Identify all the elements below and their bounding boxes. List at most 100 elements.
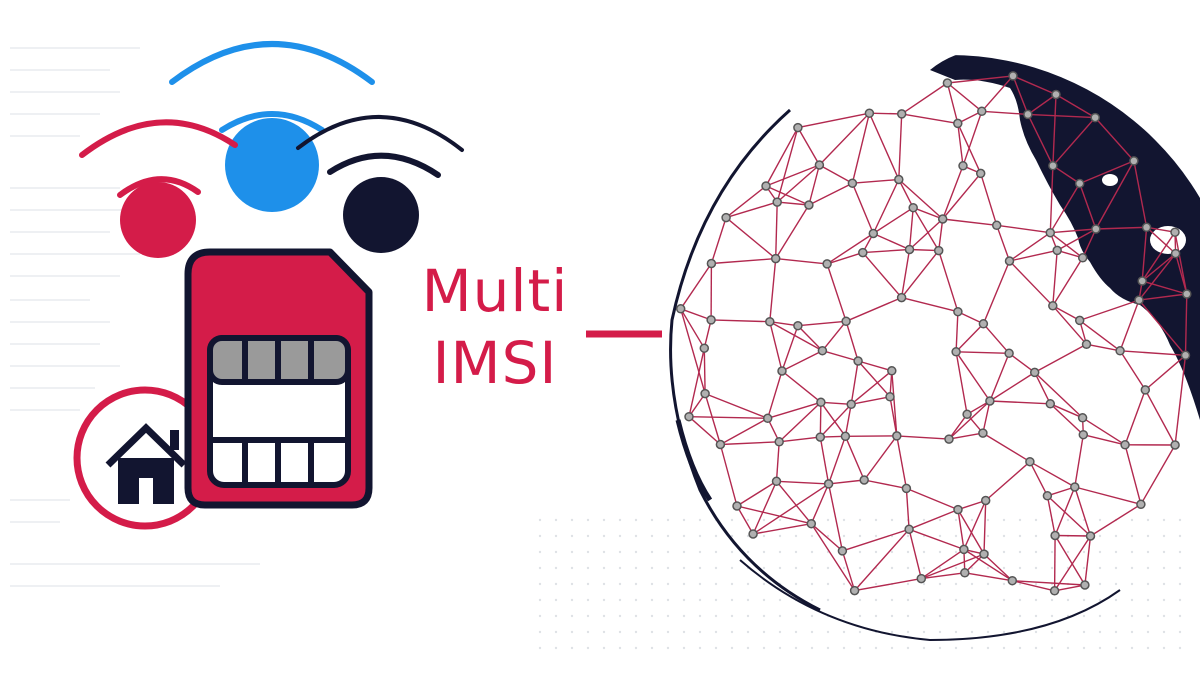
network-link [985, 461, 1031, 502]
network-link [844, 404, 852, 437]
network-link [898, 179, 914, 209]
grid-dot [890, 630, 894, 634]
grid-dot [666, 582, 670, 586]
network-node [1140, 385, 1151, 395]
grid-dot [842, 630, 846, 634]
grid-dot [842, 518, 846, 522]
network-link [947, 75, 1014, 84]
grid-dot [586, 534, 590, 538]
network-link [946, 82, 983, 112]
network-node [937, 214, 948, 224]
grid-dot [714, 630, 718, 634]
network-node [958, 161, 968, 171]
network-link [703, 348, 706, 394]
grid-dot [906, 630, 910, 634]
grid-dot [1018, 598, 1022, 602]
home-icon [73, 386, 217, 530]
grid-dot [714, 646, 718, 650]
grid-dot [650, 550, 654, 554]
grid-dot [1034, 598, 1038, 602]
grid-dot [586, 582, 590, 586]
network-node [793, 122, 803, 133]
network-link [810, 523, 843, 552]
grid-dot [1034, 550, 1038, 554]
grid-dot [1146, 582, 1150, 586]
grid-dot [730, 582, 734, 586]
sim-card-icon [184, 248, 373, 509]
grid-dot [794, 534, 798, 538]
grid-dot [954, 582, 958, 586]
network-node [840, 431, 851, 442]
grid-dot [618, 630, 622, 634]
grid-dot [970, 582, 974, 586]
grid-dot [1130, 646, 1134, 650]
network-node [846, 399, 856, 410]
network-link [908, 529, 922, 579]
grid-dot [778, 614, 782, 618]
network-link [938, 250, 959, 312]
grid-dot [570, 550, 574, 554]
network-link [851, 396, 891, 405]
grid-dot [682, 518, 686, 522]
grid-dot [650, 566, 654, 570]
grid-dot [922, 630, 926, 634]
grid-dot [938, 582, 942, 586]
network-link [901, 113, 958, 125]
grid-dot [858, 566, 862, 570]
grid-dot [954, 630, 958, 634]
network-node [771, 476, 782, 487]
grid-dot [602, 630, 606, 634]
grid-dot [1114, 582, 1118, 586]
network-node [732, 501, 742, 511]
network-link [1052, 257, 1084, 307]
network-link [1174, 355, 1187, 446]
network-link [842, 528, 910, 552]
grid-dot [842, 646, 846, 650]
network-node [1070, 482, 1080, 492]
network-node [1141, 222, 1152, 233]
network-node [1129, 156, 1139, 166]
grid-dot [1002, 550, 1006, 554]
grid-dot [810, 534, 814, 538]
grid-dot [762, 566, 766, 570]
network-link [736, 480, 777, 507]
network-node [1029, 367, 1040, 378]
network-node [699, 343, 710, 353]
network-link [775, 480, 812, 525]
network-node [777, 366, 787, 376]
network-link [981, 75, 1014, 112]
network-link [912, 207, 940, 251]
network-node [823, 479, 834, 489]
grid-dot [1002, 630, 1006, 634]
network-link [680, 263, 712, 310]
navy-signal-icon [296, 115, 464, 253]
network-node [887, 366, 897, 376]
network-node [962, 409, 972, 420]
grid-dot [1018, 566, 1022, 570]
network-link [752, 481, 778, 535]
grid-dot [698, 518, 702, 522]
network-node [1004, 256, 1015, 266]
network-node [774, 437, 784, 447]
grid-dot [778, 646, 782, 650]
grid-dot [970, 630, 974, 634]
globe-rim-bottom [739, 559, 1121, 642]
network-node [853, 356, 863, 366]
network-node [1077, 253, 1088, 263]
grid-dot [858, 518, 862, 522]
grid-dot [570, 630, 574, 634]
network-link [1120, 350, 1186, 356]
network-link [775, 257, 828, 265]
network-link [864, 479, 907, 490]
grid-dot [730, 614, 734, 618]
grid-dot [1178, 550, 1182, 554]
grid-dot [634, 614, 638, 618]
network-link [1034, 371, 1084, 419]
network-link [889, 396, 898, 437]
network-node [1091, 224, 1101, 234]
grid-dot [858, 630, 862, 634]
network-link [1034, 372, 1051, 405]
network-link [898, 178, 944, 220]
network-link [797, 127, 821, 166]
grid-dot [554, 566, 558, 570]
